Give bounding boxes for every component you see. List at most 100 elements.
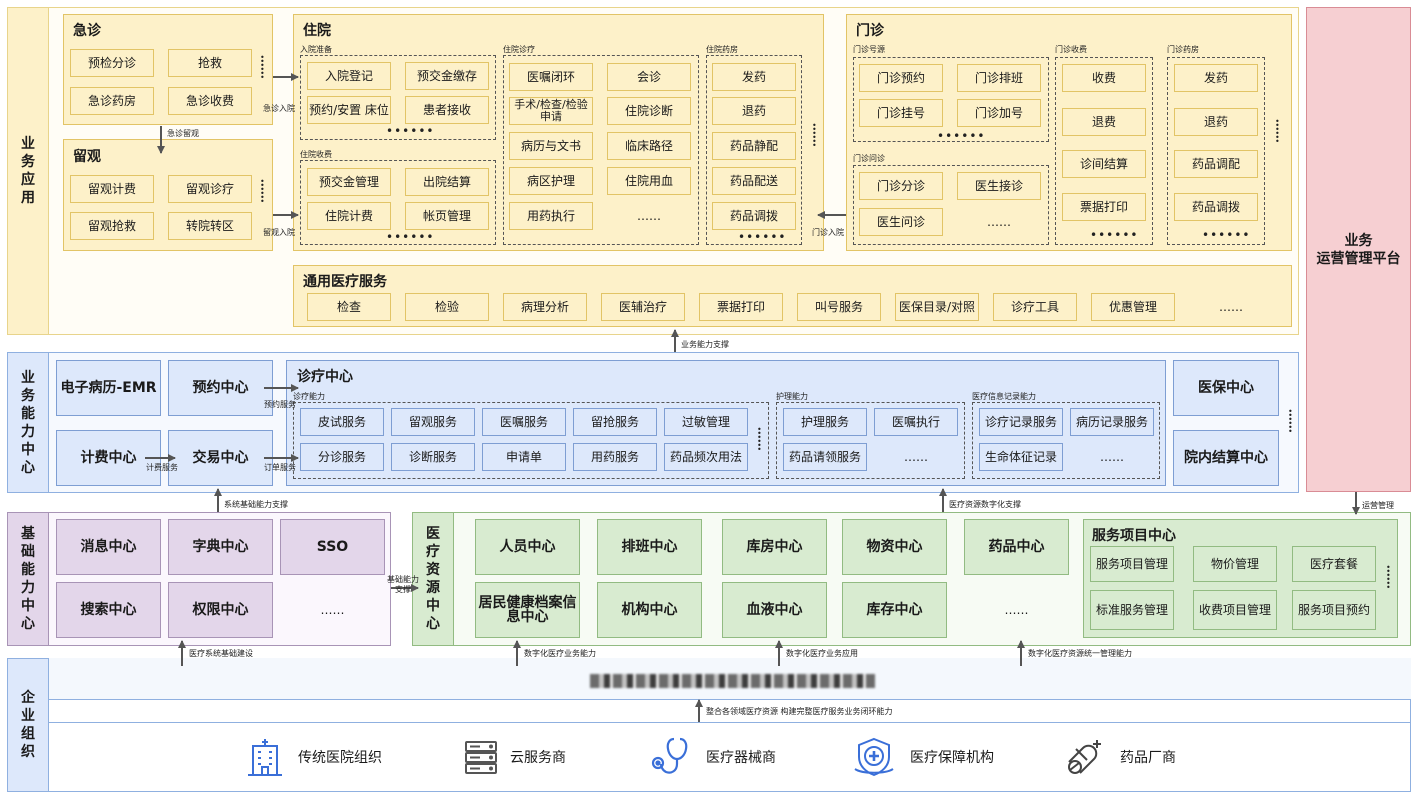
treatment-item[interactable]: 医嘱闭环 xyxy=(509,63,593,91)
records-item[interactable]: 诊疗记录服务 xyxy=(979,408,1063,436)
treatment-item[interactable]: 病区护理 xyxy=(509,167,593,195)
service-item[interactable]: 物价管理 xyxy=(1193,546,1277,582)
admission-item[interactable]: 入院登记 xyxy=(307,62,391,90)
emr-center[interactable]: 电子病历-EMR xyxy=(56,360,161,416)
inpatient-more: •••••• xyxy=(812,121,817,150)
inpatient-billing-item[interactable]: 预交金管理 xyxy=(307,168,391,196)
search-center[interactable]: 搜索中心 xyxy=(56,582,161,638)
outpatient-consult-item[interactable]: 医生问诊 xyxy=(859,208,943,236)
outpatient-consult-item[interactable]: 门诊分诊 xyxy=(859,172,943,200)
health-record-center[interactable]: 居民健康档案信息中心 xyxy=(475,582,580,638)
diag-ability-item[interactable]: 药品频次用法 xyxy=(664,443,748,471)
permission-center[interactable]: 权限中心 xyxy=(168,582,273,638)
outpatient-source-item[interactable]: 门诊挂号 xyxy=(859,99,943,127)
outpatient-fee-item[interactable]: 退费 xyxy=(1062,108,1146,136)
observation-item[interactable]: 留观抢救 xyxy=(70,212,154,240)
records-item[interactable]: 生命体征记录 xyxy=(979,443,1063,471)
outpatient-pharmacy-item[interactable]: 退药 xyxy=(1174,108,1258,136)
treatment-item[interactable]: 临床路径 xyxy=(607,132,691,160)
service-item[interactable]: 医疗套餐 xyxy=(1292,546,1376,582)
diag-ability-item[interactable]: 留观服务 xyxy=(391,408,475,436)
general-service-item[interactable]: 医辅治疗 xyxy=(601,293,685,321)
nursing-group xyxy=(776,402,965,479)
emergency-item[interactable]: 急诊收费 xyxy=(168,87,252,115)
service-item[interactable]: 收费项目管理 xyxy=(1193,590,1277,630)
outpatient-source-item[interactable]: 门诊预约 xyxy=(859,64,943,92)
observation-item[interactable]: 留观计费 xyxy=(70,175,154,203)
treatment-item[interactable]: 会诊 xyxy=(607,63,691,91)
treatment-item[interactable]: 病历与文书 xyxy=(509,132,593,160)
outpatient-pharmacy-item[interactable]: 药品调拨 xyxy=(1174,193,1258,221)
schedule-center[interactable]: 排班中心 xyxy=(597,519,702,575)
inpatient-pharmacy-item[interactable]: 药品静配 xyxy=(712,132,796,160)
diag-ability-item[interactable]: 诊断服务 xyxy=(391,443,475,471)
diag-ability-item[interactable]: 过敏管理 xyxy=(664,408,748,436)
inpatient-billing-item[interactable]: 住院计费 xyxy=(307,202,391,230)
outpatient-fee-item[interactable]: 票据打印 xyxy=(1062,193,1146,221)
service-item[interactable]: 服务项目管理 xyxy=(1090,546,1174,582)
materials-center[interactable]: 物资中心 xyxy=(842,519,947,575)
service-item[interactable]: 服务项目预约 xyxy=(1292,590,1376,630)
drug-center[interactable]: 药品中心 xyxy=(964,519,1069,575)
inpatient-pharmacy-item[interactable]: 药品调拨 xyxy=(712,202,796,230)
diag-ability-item[interactable]: 医嘱服务 xyxy=(482,408,566,436)
settlement-center[interactable]: 院内结算中心 xyxy=(1173,430,1279,486)
records-item[interactable]: 病历记录服务 xyxy=(1070,408,1154,436)
outpatient-fee-item[interactable]: 收费 xyxy=(1062,64,1146,92)
institution-center[interactable]: 机构中心 xyxy=(597,582,702,638)
inventory-center[interactable]: 库存中心 xyxy=(842,582,947,638)
admission-item[interactable]: 患者接收 xyxy=(405,96,489,124)
nursing-item[interactable]: 药品请领服务 xyxy=(783,443,867,471)
nursing-item[interactable]: 医嘱执行 xyxy=(874,408,958,436)
observation-item[interactable]: 转院转区 xyxy=(168,212,252,240)
general-service-item[interactable]: 病理分析 xyxy=(503,293,587,321)
dictionary-center[interactable]: 字典中心 xyxy=(168,519,273,575)
warehouse-center[interactable]: 库房中心 xyxy=(722,519,827,575)
trade-center[interactable]: 交易中心 xyxy=(168,430,273,486)
nursing-item[interactable]: 护理服务 xyxy=(783,408,867,436)
message-center[interactable]: 消息中心 xyxy=(56,519,161,575)
treatment-item[interactable]: 手术/检查/检验申请 xyxy=(509,97,593,125)
general-service-item[interactable]: 叫号服务 xyxy=(797,293,881,321)
emergency-item[interactable]: 抢救 xyxy=(168,49,252,77)
diag-ability-item[interactable]: 分诊服务 xyxy=(300,443,384,471)
general-service-item[interactable]: 诊疗工具 xyxy=(993,293,1077,321)
admission-item[interactable]: 预约/安置 床位 xyxy=(307,96,391,124)
personnel-center[interactable]: 人员中心 xyxy=(475,519,580,575)
diag-ability-item[interactable]: 留抢服务 xyxy=(573,408,657,436)
sso-center[interactable]: SSO xyxy=(280,519,385,575)
blood-center[interactable]: 血液中心 xyxy=(722,582,827,638)
general-service-item[interactable]: 检查 xyxy=(307,293,391,321)
emergency-item[interactable]: 急诊药房 xyxy=(70,87,154,115)
label-emergency-obs: 急诊留观 xyxy=(167,129,199,138)
treatment-item[interactable]: 用药执行 xyxy=(509,202,593,230)
diag-ability-item[interactable]: 申请单 xyxy=(482,443,566,471)
outpatient-pharmacy-item[interactable]: 药品调配 xyxy=(1174,150,1258,178)
inpatient-pharmacy-item[interactable]: 发药 xyxy=(712,63,796,91)
appointment-center[interactable]: 预约中心 xyxy=(168,360,273,416)
insurance-center[interactable]: 医保中心 xyxy=(1173,360,1279,416)
outpatient-pharmacy-title: 门诊药房 xyxy=(1167,45,1199,54)
service-item[interactable]: 标准服务管理 xyxy=(1090,590,1174,630)
outpatient-source-item[interactable]: 门诊排班 xyxy=(957,64,1041,92)
outpatient-pharmacy-item[interactable]: 发药 xyxy=(1174,64,1258,92)
outpatient-consult-item[interactable]: 医生接诊 xyxy=(957,172,1041,200)
emergency-item[interactable]: 预检分诊 xyxy=(70,49,154,77)
treatment-item[interactable]: 住院用血 xyxy=(607,167,691,195)
observation-item[interactable]: 留观诊疗 xyxy=(168,175,252,203)
label-obs-inpatient: 留观入院 xyxy=(263,228,295,237)
general-service-item[interactable]: 检验 xyxy=(405,293,489,321)
treatment-item[interactable]: 住院诊断 xyxy=(607,97,691,125)
diag-ability-item[interactable]: 用药服务 xyxy=(573,443,657,471)
general-service-item[interactable]: 医保目录/对照 xyxy=(895,293,979,321)
outpatient-fee-item[interactable]: 诊间结算 xyxy=(1062,150,1146,178)
general-service-item[interactable]: 票据打印 xyxy=(699,293,783,321)
inpatient-pharmacy-item[interactable]: 药品配送 xyxy=(712,167,796,195)
general-service-item[interactable]: 优惠管理 xyxy=(1091,293,1175,321)
inpatient-billing-item[interactable]: 出院结算 xyxy=(405,168,489,196)
outpatient-source-item[interactable]: 门诊加号 xyxy=(957,99,1041,127)
inpatient-billing-item[interactable]: 帐页管理 xyxy=(405,202,489,230)
diag-ability-item[interactable]: 皮试服务 xyxy=(300,408,384,436)
inpatient-pharmacy-item[interactable]: 退药 xyxy=(712,97,796,125)
admission-item[interactable]: 预交金缴存 xyxy=(405,62,489,90)
